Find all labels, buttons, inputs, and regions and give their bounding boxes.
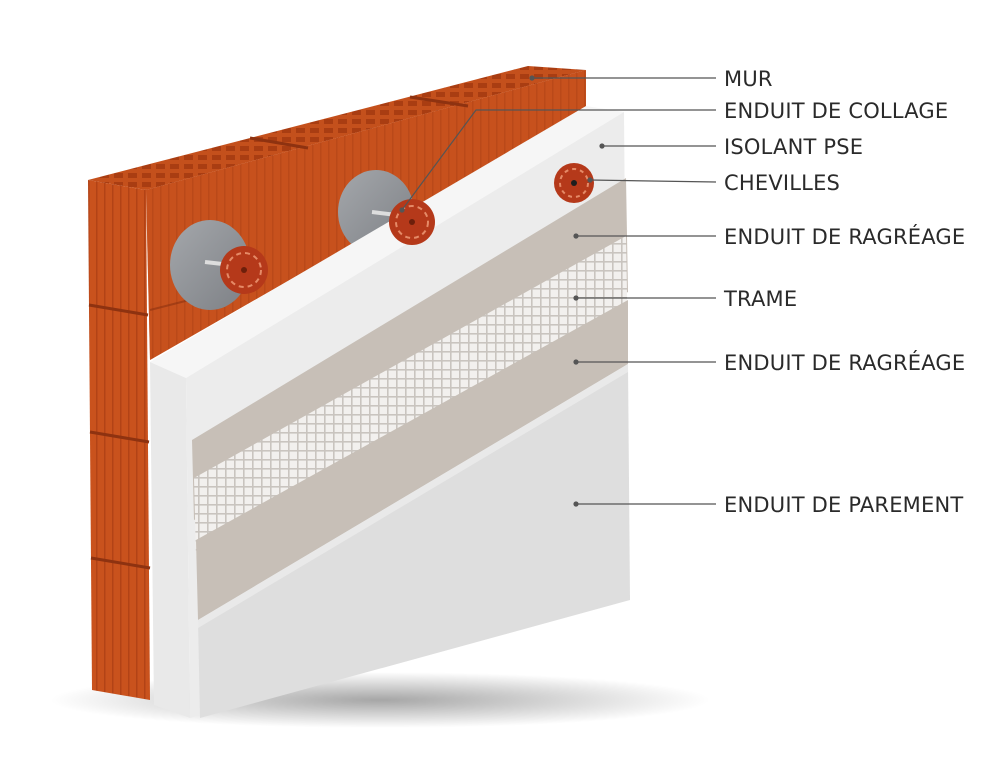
leader-lines bbox=[401, 77, 717, 505]
mesh-layer bbox=[194, 236, 628, 556]
label-ragreage-1: ENDUIT DE RAGRÉAGE bbox=[724, 224, 965, 249]
ragreage-layer-2 bbox=[196, 300, 628, 620]
leader-enduit-collage bbox=[401, 109, 716, 211]
anchor-3 bbox=[554, 163, 594, 203]
label-parement: ENDUIT DE PAREMENT bbox=[724, 493, 963, 517]
leader-chevilles bbox=[589, 179, 717, 183]
label-ragreage-2: ENDUIT DE RAGRÉAGE bbox=[724, 350, 965, 375]
anchor-2 bbox=[389, 199, 435, 245]
label-trame: TRAME bbox=[723, 287, 797, 311]
label-enduit-collage: ENDUIT DE COLLAGE bbox=[724, 99, 948, 123]
parement-layer bbox=[198, 364, 630, 718]
label-chevilles: CHEVILLES bbox=[724, 171, 840, 195]
anchor-1 bbox=[220, 246, 268, 294]
label-mur: MUR bbox=[724, 67, 773, 91]
label-isolant: ISOLANT PSE bbox=[724, 135, 863, 159]
leader-dots bbox=[399, 75, 605, 507]
